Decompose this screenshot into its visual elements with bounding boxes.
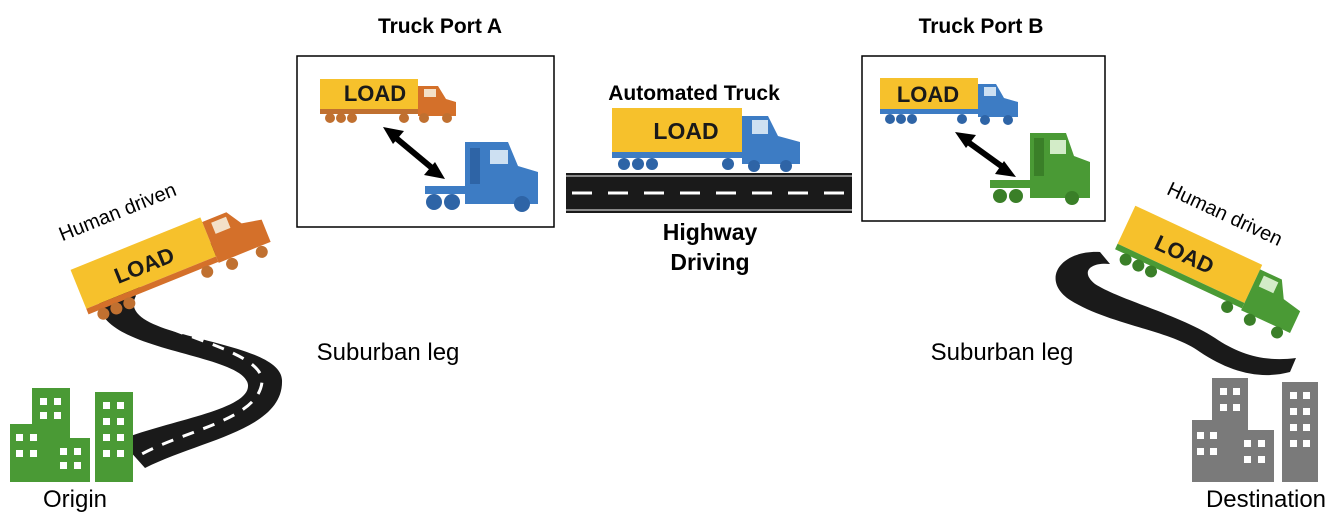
destination-label: Destination bbox=[1206, 486, 1326, 513]
load-label-port-b: LOAD bbox=[897, 82, 959, 107]
suburban-leg-label-left: Suburban leg bbox=[317, 339, 460, 366]
load-label-port-a: LOAD bbox=[344, 81, 406, 106]
port-a-box: LOAD bbox=[296, 55, 555, 228]
highway-road bbox=[566, 173, 852, 213]
human-driven-truck-left: LOAD bbox=[70, 212, 271, 320]
port-a-title: Truck Port A bbox=[378, 15, 502, 38]
swap-arrow-port-b bbox=[955, 132, 1016, 177]
swap-arrow-port-a bbox=[383, 127, 445, 179]
origin-buildings bbox=[10, 388, 133, 482]
green-tractor-port-b bbox=[990, 133, 1090, 205]
automated-truck-label: Automated Truck bbox=[608, 82, 780, 105]
suburban-leg-label-right: Suburban leg bbox=[931, 339, 1074, 366]
automated-truck: LOAD bbox=[612, 108, 800, 172]
origin-label: Origin bbox=[43, 486, 107, 513]
blue-truck-port-b: LOAD bbox=[880, 78, 1018, 125]
human-driven-truck-right: LOAD bbox=[1115, 205, 1301, 339]
port-b-box: LOAD bbox=[861, 55, 1106, 222]
blue-tractor-port-a bbox=[425, 142, 538, 212]
suburban-road-right bbox=[1055, 251, 1296, 376]
destination-buildings bbox=[1192, 378, 1318, 482]
orange-truck-port-a: LOAD bbox=[320, 79, 456, 123]
highway-label-line1: Highway bbox=[663, 219, 758, 245]
port-b-title: Truck Port B bbox=[919, 15, 1044, 38]
highway-label-line2: Driving bbox=[670, 249, 749, 275]
load-label-highway: LOAD bbox=[653, 118, 718, 144]
